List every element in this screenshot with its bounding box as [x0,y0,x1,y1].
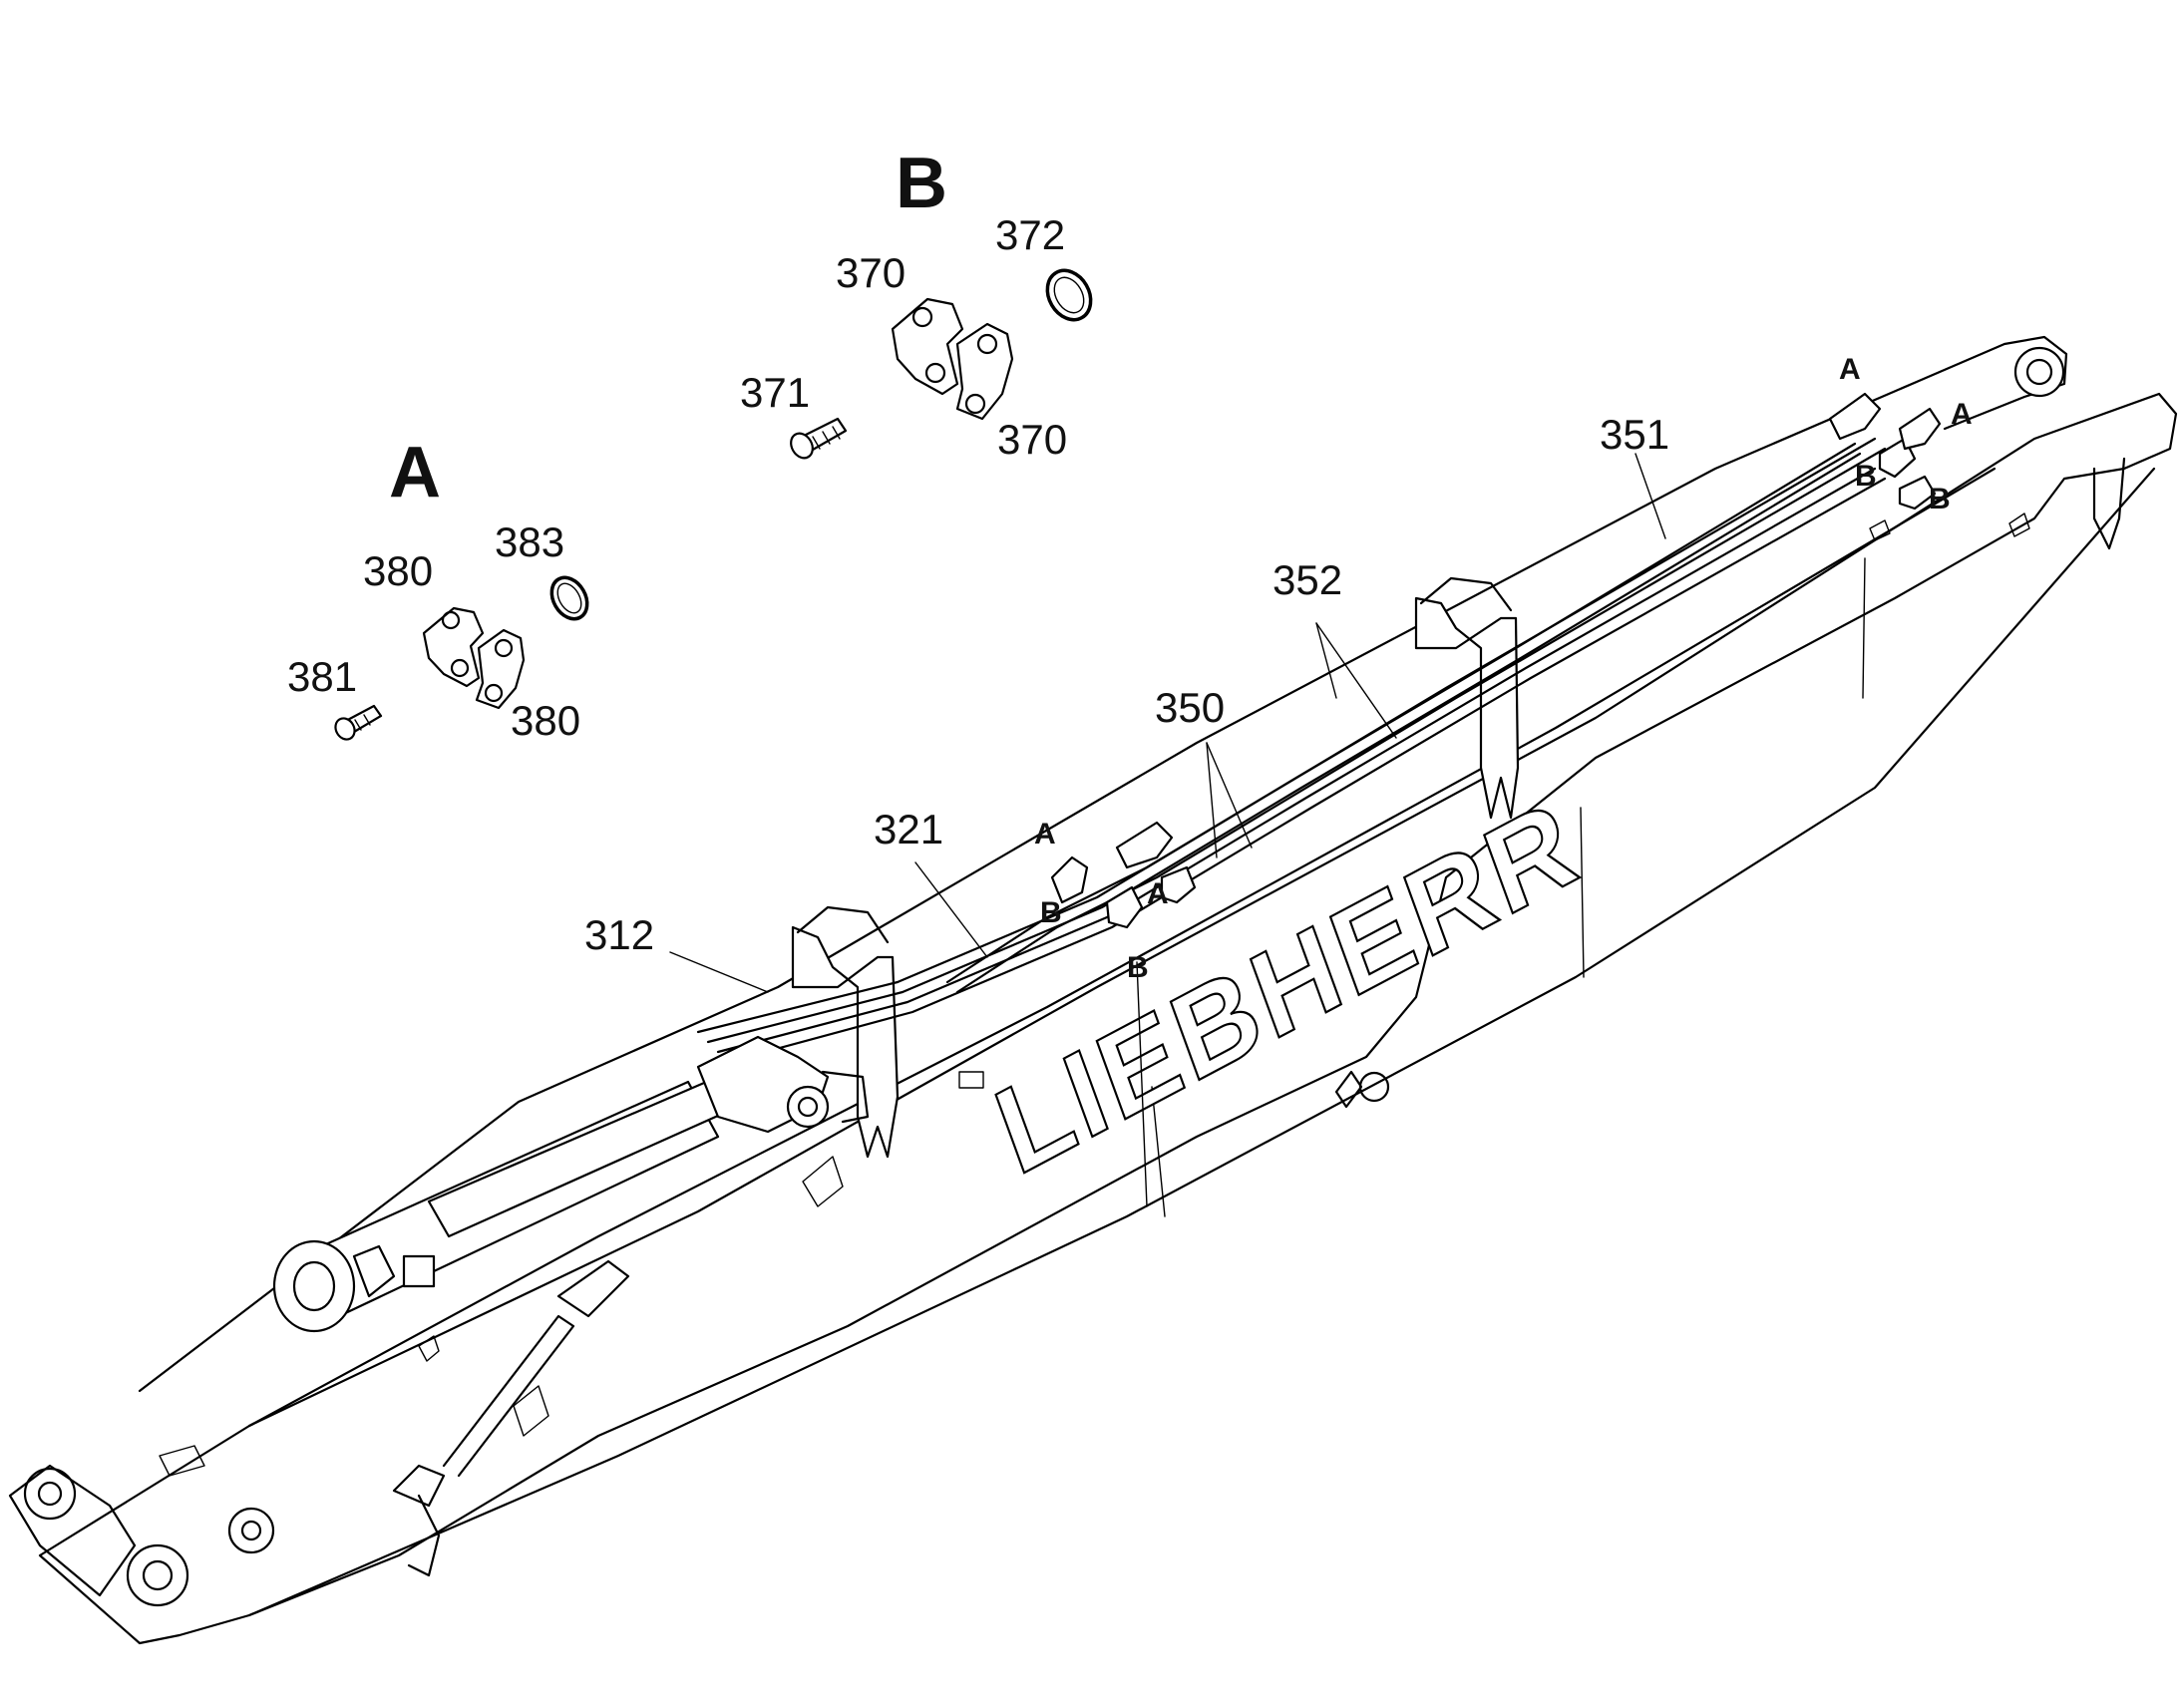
part-label-370-upper: 370 [836,249,906,296]
pipe-bracket-front [791,905,900,1159]
split-flange-380 [422,606,526,710]
bolt-381 [334,704,383,741]
surface-details [159,512,2030,1477]
detail-view-b: B 370 372 371 370 [740,144,1093,463]
boom-foot-pivot [8,1464,275,1607]
callout-312: 312 [584,911,654,958]
marker-mid-b2: B [1127,951,1149,984]
detail-view-a: A 380 383 381 380 [287,433,589,744]
part-label-380-upper: 380 [363,547,433,594]
marker-mid-a2: A [1147,877,1169,910]
marker-tip-b2: B [1929,483,1951,515]
marker-mid-a1: A [1034,818,1056,851]
boom-tip-pivot [1334,346,2126,1109]
part-label-370-lower: 370 [997,416,1067,463]
oring-383 [549,575,589,621]
hydraulic-cylinder [272,1035,870,1333]
marker-mid-b1: B [1040,896,1062,929]
part-label-380-lower: 380 [511,697,580,744]
part-label-371: 371 [740,369,810,416]
callout-352: 352 [1272,556,1342,603]
marker-tip-a1: A [1839,353,1861,386]
bolt-371 [790,417,848,460]
marker-tip-b1: B [1855,460,1877,493]
pipe-couplings-tip [1828,392,1942,511]
part-label-381: 381 [287,653,357,700]
callout-350: 350 [1155,684,1225,731]
boom-assembly: LIEBHERR 312 321 350 352 351 [8,335,2178,1645]
oring-372 [1045,268,1093,322]
pipe-couplings-mid [1050,821,1197,929]
split-flange-370 [891,297,1014,421]
marker-tip-a2: A [1951,398,1973,431]
pipe-bracket-rear [1414,576,1520,820]
hydraulic-pipes [696,437,1887,1064]
part-label-372: 372 [995,211,1065,258]
part-label-383: 383 [495,518,564,565]
brand-lettering: LIEBHERR [980,772,1595,1200]
callout-351: 351 [1600,411,1669,458]
callout-321: 321 [874,806,943,853]
lever-link [392,1259,630,1577]
detail-a-title: A [389,433,441,512]
detail-b-title: B [896,144,947,223]
callout-leaders [669,453,1666,1207]
